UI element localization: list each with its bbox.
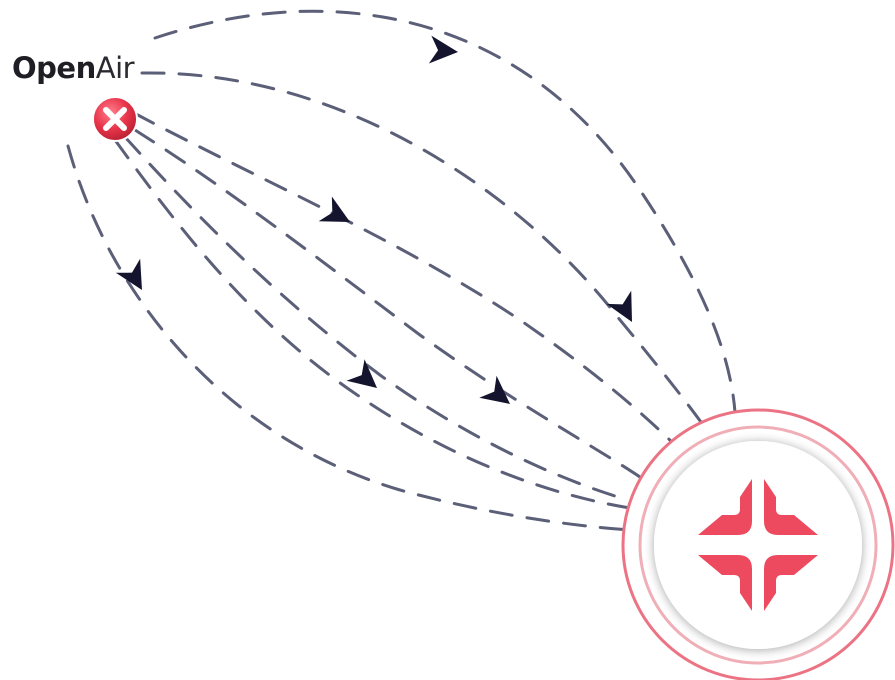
flow-paths xyxy=(66,9,737,532)
target-node xyxy=(621,408,895,680)
openair-logo-open: Open xyxy=(12,51,96,85)
flow-path-2 xyxy=(140,71,710,434)
target-disc xyxy=(654,441,862,649)
arrowhead-icon xyxy=(115,258,142,290)
arrowhead-icon xyxy=(318,196,350,222)
arrowhead-icon xyxy=(479,375,510,404)
error-x-icon xyxy=(92,96,138,142)
openair-logo-air: Air xyxy=(95,51,135,85)
openair-logo: OpenAir xyxy=(12,51,135,85)
compress-arrows-logo-icon xyxy=(698,479,818,611)
flow-path-1 xyxy=(153,9,737,414)
flow-path-5 xyxy=(123,135,630,502)
flow-path-3 xyxy=(132,111,682,452)
arrowheads xyxy=(115,35,632,404)
flow-path-6 xyxy=(113,138,632,510)
arrowhead-icon xyxy=(346,359,377,388)
arrowhead-icon xyxy=(606,290,632,322)
arrowhead-icon xyxy=(428,35,458,64)
flow-path-7 xyxy=(66,144,632,532)
flow-path-4 xyxy=(133,128,642,479)
